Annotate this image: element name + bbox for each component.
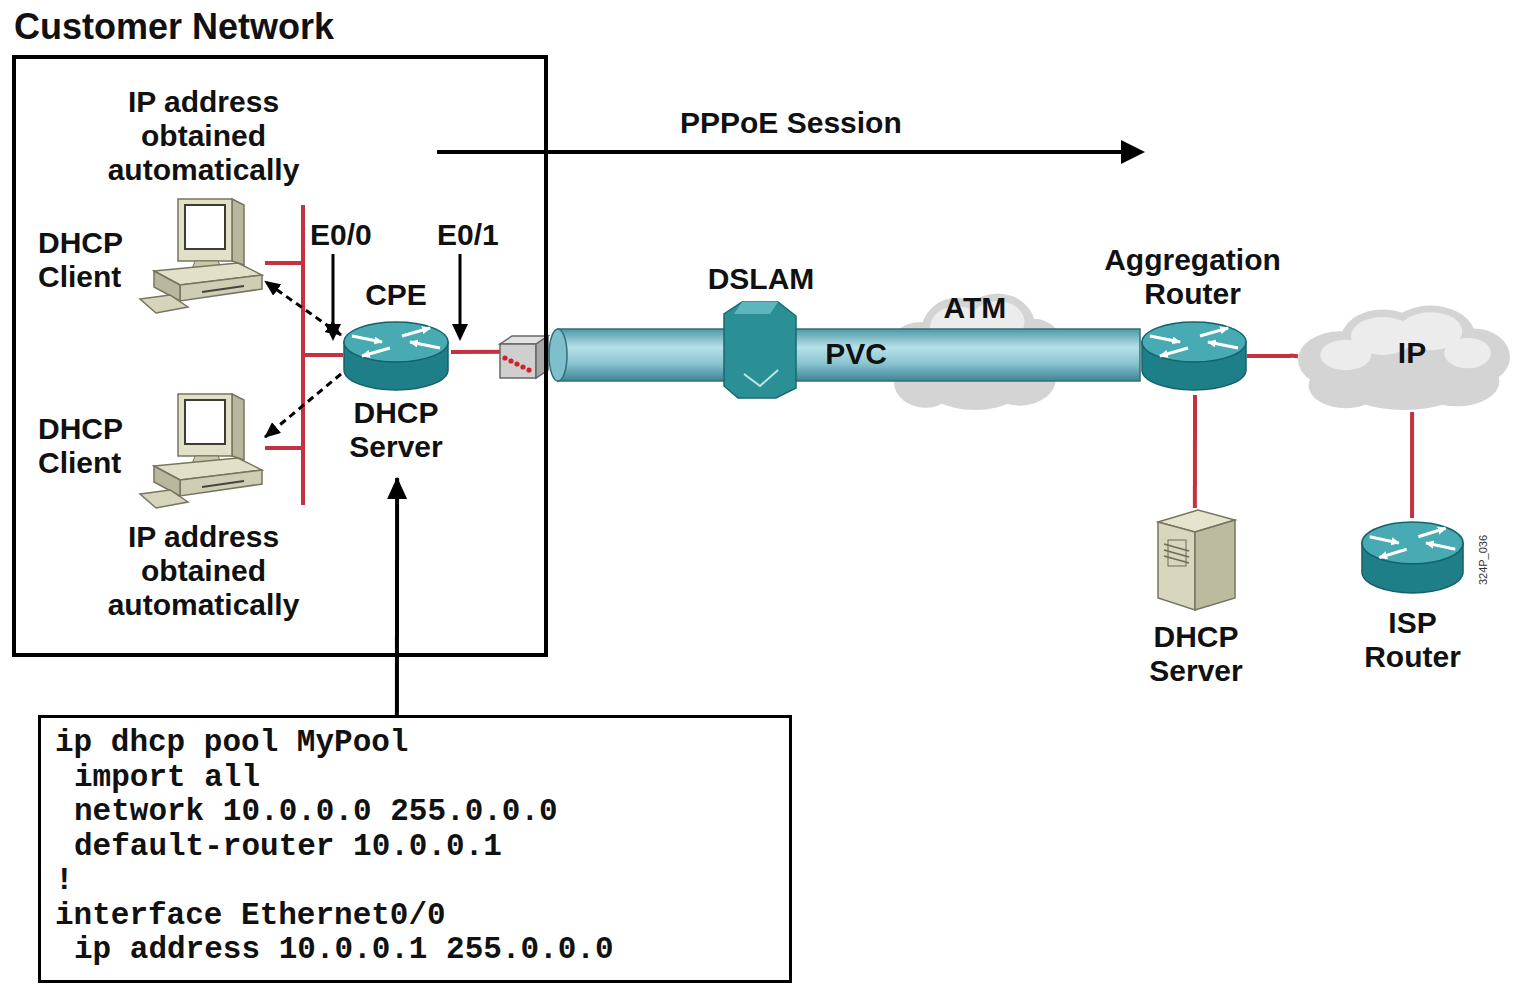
- text-slot: DHCP Server: [1140, 620, 1252, 688]
- ip-cloud: IP: [1298, 298, 1510, 412]
- text-slot: IP address obtained automatically: [96, 520, 311, 622]
- device-role: DHCP Server: [341, 396, 451, 464]
- network-boundary: Customer NetworkIP address obtained auto…: [12, 55, 548, 657]
- config-line: import all: [55, 761, 775, 796]
- config-line: ip address 10.0.0.1 255.0.0.0: [55, 933, 775, 968]
- label-slot: 324P_036: [1476, 525, 1490, 595]
- region-heading: Customer Network: [14, 6, 334, 48]
- text-slot: CPE: [341, 278, 451, 312]
- device-label: Aggregation Router: [1095, 243, 1290, 311]
- session-label: PPPoE Session: [680, 106, 902, 140]
- dhcp-server: DHCP Server: [1140, 508, 1252, 692]
- dhcp-exchange: [265, 374, 341, 437]
- dslam-icon: [720, 300, 800, 400]
- device-label: CPE: [341, 278, 451, 312]
- config-line: default-router 10.0.0.1: [55, 830, 775, 865]
- pvc-circuit: PVC: [548, 328, 1140, 382]
- config-line: interface Ethernet0/0: [55, 899, 775, 934]
- host-label: DHCP Client: [38, 412, 138, 480]
- interface-label: E0/0: [310, 218, 372, 252]
- session-arrow: [437, 140, 1145, 164]
- label-slot: PPPoE Session: [680, 106, 902, 140]
- pc-icon: [140, 195, 265, 315]
- label-slot: E0/1: [437, 218, 499, 252]
- server-icon: [1158, 510, 1235, 610]
- text-slot: DHCP Client: [38, 412, 138, 480]
- circuit-label: PVC: [806, 337, 906, 371]
- address-note: IP address obtained automatically: [96, 520, 311, 622]
- dslam-device: DSLAM: [700, 262, 822, 402]
- aggregation-router: Aggregation Router: [1095, 243, 1290, 395]
- cpe-router: CPE DHCP Server: [341, 278, 451, 478]
- text-slot: Aggregation Router: [1095, 243, 1290, 311]
- text-slot: DHCP Client: [38, 226, 138, 294]
- interface-label: E0/1: [437, 218, 499, 252]
- client-pc: IP address obtained automaticallyDHCP Cl…: [140, 195, 265, 315]
- edge-group: [265, 281, 1412, 715]
- router-icon: [1140, 320, 1248, 392]
- device-label: ISP Router: [1355, 606, 1470, 674]
- config-line: ip dhcp pool MyPool: [55, 726, 775, 761]
- device-label: DSLAM: [700, 262, 822, 296]
- text-slot: IP address obtained automatically: [96, 85, 311, 187]
- host-label: DHCP Client: [38, 226, 138, 294]
- network-label: ATM: [925, 291, 1025, 325]
- client-pc: DHCP ClientIP address obtained automatic…: [140, 390, 265, 505]
- label-slot: E0/0: [310, 218, 372, 252]
- isp-router: ISP Router: [1355, 518, 1470, 678]
- text-slot: DHCP Server: [341, 396, 451, 464]
- text-slot: PVC: [806, 337, 906, 371]
- text-slot: Customer Network: [14, 6, 334, 48]
- config-line: network 10.0.0.0 255.0.0.0: [55, 795, 775, 830]
- router-icon: [342, 320, 450, 392]
- device-label: DHCP Server: [1140, 620, 1252, 688]
- text-slot: ISP Router: [1355, 606, 1470, 674]
- server-link: [1193, 395, 1197, 508]
- config-box: ip dhcp pool MyPoolimport allnetwork 10.…: [38, 715, 792, 983]
- router-icon: [1360, 520, 1465, 595]
- pc-icon: [140, 390, 265, 510]
- address-note: IP address obtained automatically: [96, 85, 311, 187]
- core-link: [1410, 412, 1414, 518]
- config-pointer: [395, 478, 399, 715]
- config-line: !: [55, 864, 775, 899]
- network-label: IP: [1362, 336, 1462, 370]
- dsl-modem: [500, 336, 548, 378]
- core-link: [1290, 353, 1298, 358]
- text-slot: DSLAM: [700, 262, 822, 296]
- text-slot: ATM: [925, 291, 1025, 325]
- text-slot: IP: [1362, 336, 1462, 370]
- figure-code: 324P_036: [1476, 525, 1490, 595]
